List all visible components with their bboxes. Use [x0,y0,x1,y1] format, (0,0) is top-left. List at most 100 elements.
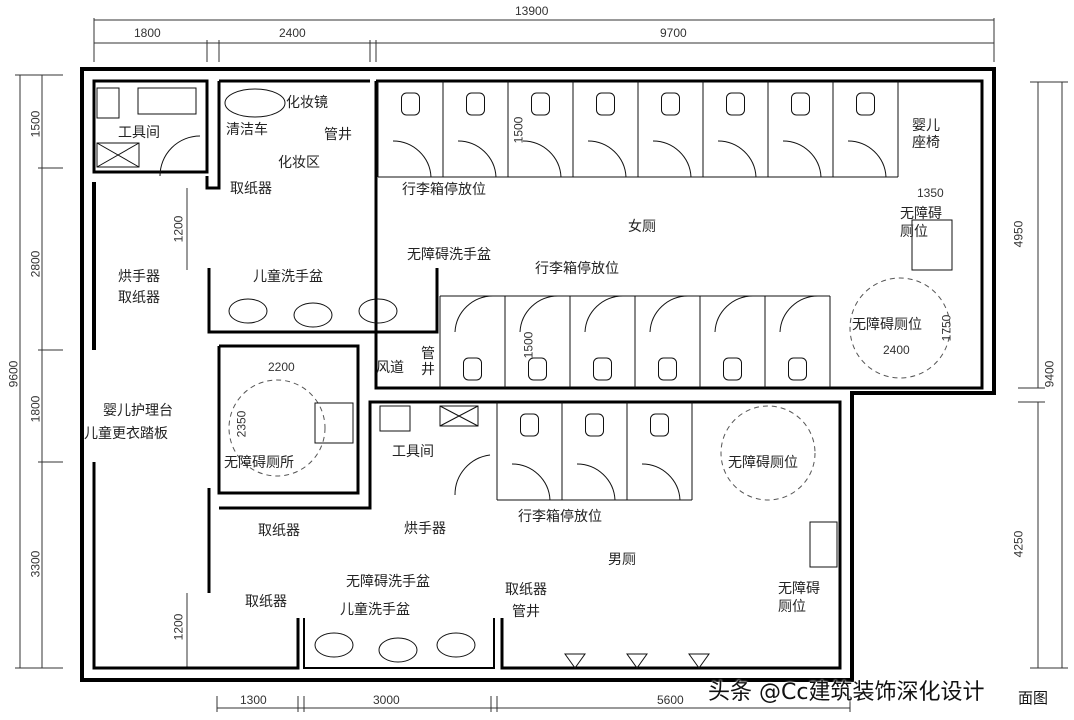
toilet-icon [520,413,539,437]
label-accessible-stall: 无障碍厕位 [852,317,922,333]
door-swing [717,140,757,178]
label-luggage-area: 行李箱停放位 [402,182,486,198]
dim-top-total: 13900 [515,4,549,18]
door-swing [779,295,819,333]
door-swing [457,140,497,178]
label-accessible-stall: 无障碍厕位 [778,581,820,615]
label-baby-seat: 婴儿座椅 [912,118,940,151]
toilet-icon [593,357,612,381]
dim-bottom-3: 5600 [657,693,684,707]
label-makeup-mirror: 化妆镜 [286,95,328,111]
toilet-icon [791,92,810,116]
label-child-basin: 儿童洗手盆 [340,602,410,618]
toilet-icon [528,357,547,381]
door-swing [392,140,432,178]
label-luggage-area: 行李箱停放位 [535,261,619,277]
label-cleaning-cart: 清洁车 [226,122,268,138]
toilet-icon [585,413,604,437]
dim-right-total: 9400 [1042,360,1057,388]
door-swing [511,463,551,501]
label-accessible-basin: 无障碍洗手盆 [346,574,430,590]
door-swing [782,140,822,178]
toilet-icon [596,92,615,116]
door-swing [714,295,754,333]
label-hand-dryer: 烘手器 [118,269,160,285]
dim-left-2: 2800 [28,250,43,278]
toilet-icon [856,92,875,116]
dim-bottom-2: 3000 [373,693,400,707]
toilet-icon [463,357,482,381]
door-swing [641,463,681,501]
dim-acc-2400: 2400 [883,343,910,357]
label-luggage-area: 行李箱停放位 [518,509,602,525]
toilet-icon [650,413,669,437]
door-swing [649,295,689,333]
label-pipe-shaft: 管井 [324,127,352,143]
dimension-lines [15,18,1068,712]
dim-stall-bottom: 1500 [521,331,536,359]
toilet-icon [401,92,420,116]
label-paper-dispenser: 取纸器 [505,582,547,598]
door-swing [454,295,494,333]
label-child-step: 儿童更衣踏板 [84,426,168,442]
label-hand-dryer: 烘手器 [404,521,446,537]
dim-left-3: 1800 [28,395,43,423]
dim-family-2350: 2350 [234,410,249,438]
toilet-icon [723,357,742,381]
turning-circles [228,277,951,501]
label-accessible-stall: 无障碍厕位 [900,206,942,240]
label-paper-dispenser: 取纸器 [118,290,160,306]
label-air-duct: 风道 [376,360,404,376]
door-swing [576,463,616,501]
label-mens-restroom: 男厕 [608,552,636,568]
door-swing [652,140,692,178]
label-child-basin: 儿童洗手盆 [253,269,323,285]
toilet-icon [658,357,677,381]
label-paper-dispenser: 取纸器 [230,181,272,197]
urinal-icon [626,653,648,669]
label-pipe-shaft: 管井 [512,604,540,620]
dim-bottom-1: 1300 [240,693,267,707]
toilet-icon [531,92,550,116]
label-pipe-shaft: 管井 [421,346,435,378]
dim-top-3: 9700 [660,26,687,40]
dim-right-1: 4950 [1011,220,1026,248]
label-tool-room: 工具间 [118,125,160,141]
basins [96,87,953,663]
dim-family-2200: 2200 [268,360,295,374]
sheet-title: 面图 [1018,689,1049,707]
label-accessible-basin: 无障碍洗手盆 [407,247,491,263]
dim-left-total: 9600 [6,360,21,388]
dim-gap-top: 1200 [171,215,186,243]
toilet-icon [661,92,680,116]
dim-left-1: 1500 [28,110,43,138]
dim-acc-1350: 1350 [917,186,944,200]
label-accessible-toilet: 无障碍厕所 [224,455,294,471]
label-paper-dispenser: 取纸器 [258,523,300,539]
dim-stall-top: 1500 [511,116,526,144]
dim-top-2: 2400 [279,26,306,40]
door-swing [519,295,559,333]
urinal-icon [564,653,586,669]
dim-top-1: 1800 [134,26,161,40]
dim-left-4: 3300 [28,550,43,578]
toilet-icon [466,92,485,116]
door-swing [584,295,624,333]
label-womens-restroom: 女厕 [628,219,656,235]
dim-right-2: 4250 [1011,530,1026,558]
label-makeup-area: 化妆区 [278,155,320,171]
walls [80,67,996,682]
watermark: 头条 @Cc建筑装饰深化设计 [708,680,985,705]
door-swing [587,140,627,178]
dim-acc-1750: 1750 [939,314,954,342]
toilet-stalls [377,81,899,669]
label-accessible-stall: 无障碍厕位 [728,455,798,471]
label-baby-changing: 婴儿护理台 [103,403,173,419]
urinal-icon [688,653,710,669]
toilet-icon [788,357,807,381]
dim-gap-bottom: 1200 [171,613,186,641]
door-swing [847,140,887,178]
label-paper-dispenser: 取纸器 [245,594,287,610]
toilet-icon [726,92,745,116]
